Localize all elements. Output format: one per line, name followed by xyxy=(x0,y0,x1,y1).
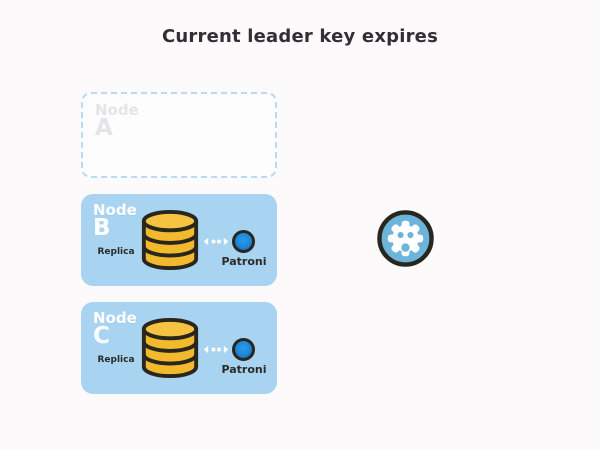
node-c-box: Node C Replica Patroni xyxy=(81,302,277,394)
patroni-dot-icon xyxy=(232,230,255,253)
node-c-letter: C xyxy=(93,323,110,349)
replica-label: Replica xyxy=(97,355,135,365)
patroni-label: Patroni xyxy=(221,363,267,376)
patroni-dot-icon xyxy=(232,338,255,361)
node-b-letter: B xyxy=(93,215,111,241)
replica-label: Replica xyxy=(97,247,135,257)
node-b-name-label: Node xyxy=(93,201,137,219)
diagram-title: Current leader key expires xyxy=(162,26,438,47)
patroni-label: Patroni xyxy=(221,255,267,268)
node-a-name-label: Node xyxy=(95,101,139,119)
node-a-letter: A xyxy=(95,115,113,141)
node-c-name-label: Node xyxy=(93,309,137,327)
dotted-double-arrow-icon xyxy=(203,345,229,354)
node-a-ghost-box: Node A xyxy=(81,92,277,178)
etcd-gear-icon xyxy=(377,210,434,267)
dotted-double-arrow-icon xyxy=(203,237,229,246)
node-b-box: Node B Replica Patroni xyxy=(81,194,277,286)
database-cylinder-icon xyxy=(141,318,199,379)
database-cylinder-icon xyxy=(141,210,199,271)
